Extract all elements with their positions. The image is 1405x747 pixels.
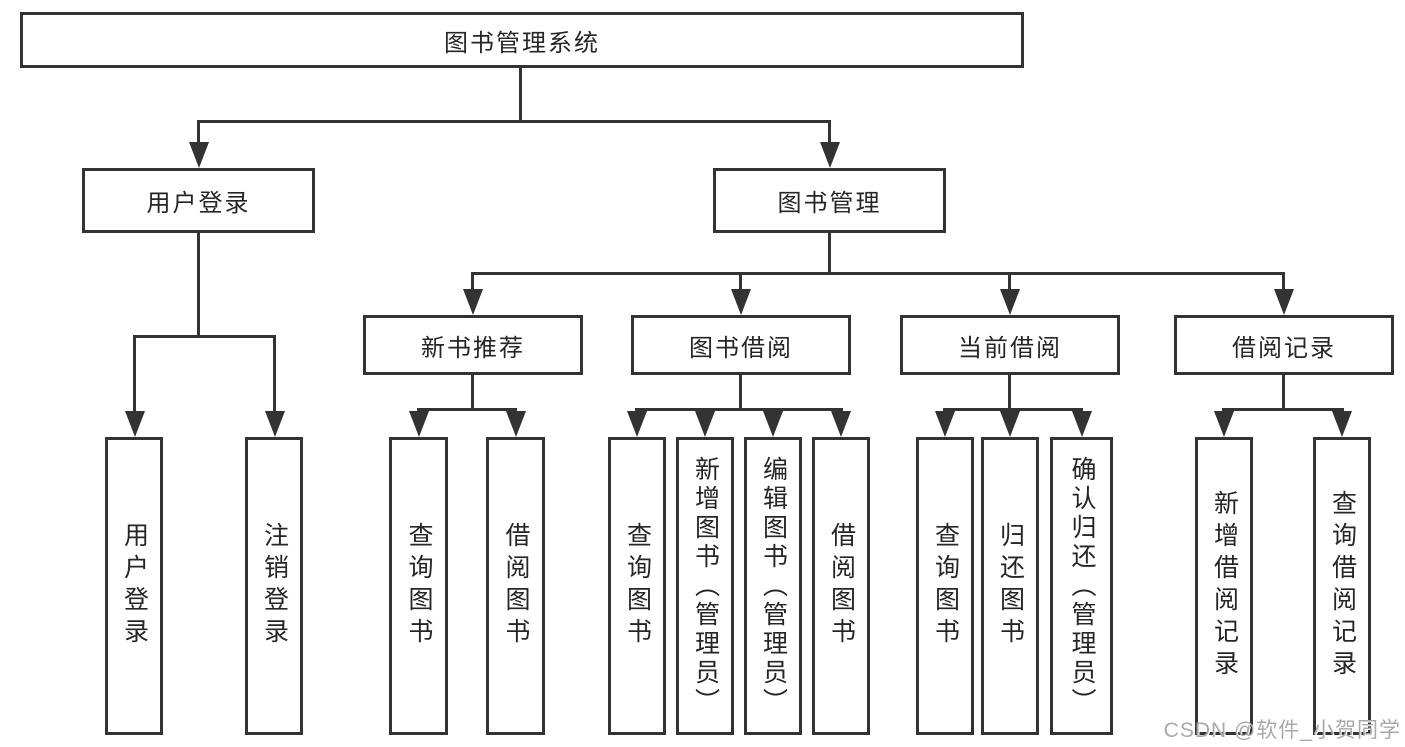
node-label: 借阅记录 — [1232, 334, 1336, 362]
leaf-label: 注销登录 — [260, 522, 289, 650]
connector-hbar — [635, 408, 843, 411]
leaf-label: 查询图书 — [931, 522, 960, 650]
connector-hbar — [417, 408, 517, 411]
leaf-user-login: 用户登录 — [105, 437, 163, 735]
connector-arrow-down — [133, 335, 136, 411]
connector-arrow-down — [471, 272, 474, 289]
connector-hbar — [197, 120, 831, 123]
node-label: 图书管理 — [777, 190, 882, 217]
leaf-query-books: 查询图书 — [389, 437, 448, 735]
leaf-label: 借阅图书 — [827, 522, 856, 650]
connector-arrow-down — [197, 120, 200, 142]
node-user-login: 用户登录 — [82, 168, 315, 233]
node-label: 当前借阅 — [958, 334, 1062, 362]
leaf-label: 新增图书（管理员） — [691, 455, 720, 717]
leaf-label: 查询借阅记录 — [1328, 490, 1357, 682]
node-book-borrowing: 图书借阅 — [631, 315, 851, 375]
leaf-borrow-books: 借阅图书 — [486, 437, 545, 735]
connector-stem — [1282, 375, 1285, 408]
leaf-label: 查询图书 — [405, 522, 433, 650]
leaf-add-book-admin: 新增图书（管理员） — [676, 437, 734, 735]
connector-arrow-down — [1222, 408, 1225, 411]
leaf-label: 借阅图书 — [502, 522, 530, 650]
leaf-logout: 注销登录 — [245, 437, 303, 735]
leaf-return-book: 归还图书 — [981, 437, 1039, 735]
connector-arrow-down — [828, 120, 831, 142]
leaf-label: 编辑图书（管理员） — [759, 455, 788, 717]
connector-stem — [828, 233, 831, 272]
leaf-query-borrow-record: 查询借阅记录 — [1313, 437, 1371, 735]
connector-arrow-down — [1008, 272, 1011, 289]
leaf-confirm-return-admin: 确认归还（管理员） — [1050, 437, 1113, 735]
connector-stem — [739, 375, 742, 408]
leaf-add-borrow-record: 新增借阅记录 — [1195, 437, 1253, 735]
connector-arrow-down — [514, 408, 517, 411]
leaf-label: 用户登录 — [120, 522, 149, 650]
connector-arrow-down — [1282, 272, 1285, 289]
leaf-borrow-book: 借阅图书 — [812, 437, 870, 735]
connector-arrow-down — [1008, 408, 1011, 411]
leaf-label: 归还图书 — [996, 522, 1025, 650]
leaf-label: 新增借阅记录 — [1210, 490, 1239, 682]
node-book-management: 图书管理 — [713, 168, 946, 233]
node-label: 图书管理系统 — [444, 29, 600, 57]
connector-arrow-down — [1340, 408, 1343, 411]
leaf-edit-book-admin: 编辑图书（管理员） — [744, 437, 802, 735]
connector-arrow-down — [273, 335, 276, 411]
connector-stem — [519, 68, 522, 120]
connector-arrow-down — [1080, 408, 1083, 411]
connector-stem — [1008, 375, 1011, 408]
connector-arrow-down — [739, 272, 742, 289]
connector-arrow-down — [417, 408, 420, 411]
watermark: CSDN @软件_小贺同学 — [1163, 719, 1401, 742]
connector-hbar — [943, 408, 1083, 411]
node-borrowing-records: 借阅记录 — [1174, 315, 1394, 375]
connector-arrow-down — [839, 408, 842, 411]
connector-hbar — [133, 335, 276, 338]
node-label: 新书推荐 — [421, 334, 525, 362]
node-label: 图书借阅 — [689, 334, 793, 362]
connector-stem — [471, 375, 474, 408]
connector-arrow-down — [771, 408, 774, 411]
leaf-label: 查询图书 — [623, 522, 652, 650]
connector-arrow-down — [943, 408, 946, 411]
node-new-book-recommendation: 新书推荐 — [363, 315, 583, 375]
connector-arrow-down — [635, 408, 638, 411]
leaf-label: 确认归还（管理员） — [1068, 455, 1096, 717]
connector-hbar — [471, 272, 1285, 275]
node-library-management-system: 图书管理系统 — [20, 12, 1024, 68]
connector-arrow-down — [703, 408, 706, 411]
leaf-query-books: 查询图书 — [916, 437, 974, 735]
leaf-query-books: 查询图书 — [608, 437, 666, 735]
node-current-borrowing: 当前借阅 — [900, 315, 1120, 375]
connector-stem — [197, 233, 200, 335]
node-label: 用户登录 — [146, 190, 251, 217]
connector-hbar — [1222, 408, 1344, 411]
